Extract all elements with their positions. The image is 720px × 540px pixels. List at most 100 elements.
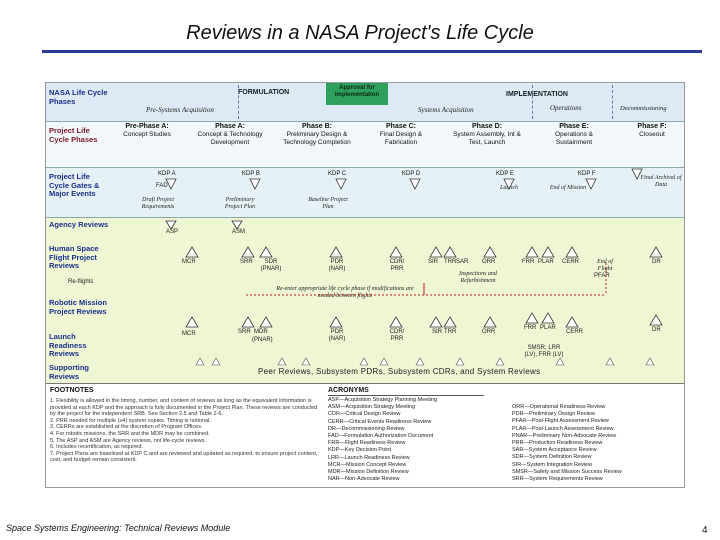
footnote: 4. For robotic missions, the SRR and the…	[50, 430, 210, 437]
phase-d: Phase D: System Assembly, Int & Test, La…	[446, 123, 528, 157]
review-triangle	[649, 314, 663, 326]
gates-band	[46, 167, 684, 217]
phase-desc: Final Design & Fabrication	[379, 131, 423, 146]
footnote: 2. PRR needed for multiple (≥4) system c…	[50, 417, 211, 424]
acronym: CERR—Critical Events Readiness Review	[328, 418, 432, 425]
re-enter-note: Re-enter appropriate life cycle phase if…	[276, 286, 414, 299]
slide-footer: Space Systems Engineering: Technical Rev…	[6, 523, 231, 533]
acronym: ORR—Operational Readiness Review	[512, 404, 606, 410]
lifecycle-chart: NASA Life Cycle Phases Project Life Cycl…	[45, 82, 685, 488]
footnotes-title: FOOTNOTES	[50, 387, 94, 394]
acronym: FAD—Formulation Authorization Document	[328, 433, 434, 440]
review-triangle	[329, 246, 343, 258]
human-mcr-label: MCR	[182, 259, 196, 265]
review-triangle	[443, 316, 457, 328]
kdp-a-label: KDP A	[158, 171, 176, 177]
human-sar-label: SAR	[456, 259, 469, 265]
human-pfar-label: PFAR	[594, 273, 610, 279]
systems-acq-label: Systems Acquisition	[418, 106, 474, 114]
end-of-mission-label: End of Mission	[549, 185, 587, 191]
footnote: 3. CERRs are established at the discreti…	[50, 424, 203, 431]
divider	[46, 167, 684, 168]
human-pdr-label: PDR (NAR)	[328, 259, 346, 272]
review-markers	[165, 168, 663, 366]
review-triangle	[525, 312, 539, 324]
review-triangle	[483, 316, 497, 328]
robotic-pnar-label: (PNAR)	[252, 337, 273, 343]
acronym: PLAR—Post-Launch Assessment Review	[512, 425, 614, 432]
acronym: FRR—Flight Readiness Review	[328, 440, 406, 447]
human-orr-label: ORR	[482, 259, 496, 265]
acronym: PFAR—Post-Flight Assessment Review	[512, 418, 609, 425]
row-label-supporting: Supporting Reviews	[49, 363, 89, 381]
robotic-srr-label: SRR	[238, 329, 251, 335]
phase-desc: Concept Studies	[123, 131, 171, 138]
peer-reviews-label: Peer Reviews, Subsystem PDRs, Subsystem …	[258, 367, 541, 376]
header-separator	[612, 85, 613, 119]
human-cerr-label: CERR	[562, 259, 580, 265]
human-dr-label: DR	[652, 259, 661, 265]
review-triangle	[185, 316, 199, 328]
pre-systems-label: Pre-Systems Acquisition	[146, 106, 214, 114]
phase-pre-a: Pre-Phase A: Concept Studies	[114, 123, 180, 157]
acronyms-right: ORR—Operational Readiness Review PDR—Pre…	[512, 404, 684, 483]
kdp-c-label: KDP C	[328, 171, 347, 177]
phase-name: Phase E:	[559, 123, 589, 130]
robotic-frr-label: FRR	[524, 325, 537, 331]
review-triangle	[185, 246, 199, 258]
human-sdr-label: SDR (PNAR)	[260, 259, 282, 272]
kdp-e-label: KDP E	[496, 171, 514, 177]
phase-a: Phase A: Concept & Technology Developmen…	[194, 123, 266, 157]
row-label-gates: Project Life Cycle Gates & Major Events	[49, 172, 100, 198]
page-number: 4	[702, 525, 708, 536]
kdp-triangle	[165, 178, 177, 190]
footnote: 1. Flexibility is allowed in the timing,…	[50, 398, 318, 418]
asm-label: ASM	[232, 229, 246, 235]
acronym: MDR—Mission Definition Review	[328, 469, 409, 476]
acronym: SMSR—Safety and Mission Success Review	[512, 468, 622, 475]
row-label-agency: Agency Reviews	[49, 220, 109, 229]
kdp-triangle	[631, 168, 643, 180]
divider	[46, 121, 684, 122]
kdp-b-label: KDP B	[242, 171, 260, 177]
robotic-orr-label: ORR	[482, 329, 496, 335]
acronym: PDR—Preliminary Design Review	[512, 411, 595, 418]
acronym: DR—Decommissioning Review	[328, 425, 405, 432]
acronym: NAR—Non-Advocate Review	[328, 476, 400, 483]
kdp-f-label: KDP F	[578, 171, 596, 177]
kdp-triangle	[409, 178, 421, 190]
kdp-triangle	[503, 178, 515, 190]
review-triangle	[259, 316, 273, 328]
review-triangle	[259, 246, 273, 258]
formulation-label: FORMULATION	[238, 89, 290, 96]
review-triangle	[429, 316, 443, 328]
decommissioning-label: Decommissioning	[620, 105, 667, 112]
phase-name: Phase A:	[215, 123, 245, 130]
robotic-sir-label: SIR	[432, 329, 443, 335]
acronyms-title: ACRONYMS	[328, 387, 369, 394]
phase-name: Phase B:	[302, 123, 332, 130]
row-label-lifecycle: NASA Life Cycle Phases	[49, 88, 108, 106]
review-triangle	[389, 316, 403, 328]
acronym: SAR—System Acceptance Review	[512, 447, 597, 454]
inspections-label: Inspections and Refurbishment	[459, 271, 497, 284]
header-separator	[238, 85, 239, 119]
slide-title: Reviews in a NASA Project's Life Cycle	[186, 22, 534, 44]
robotic-mdr-label: MDR	[254, 329, 268, 335]
footnotes-list: 1. Flexibility is allowed in the timing,…	[50, 398, 320, 464]
phase-band	[46, 121, 684, 167]
reviews-band	[46, 217, 684, 383]
phase-name: Phase F:	[637, 123, 667, 130]
acronym: ASM—Acquisition Strategy Meeting	[328, 404, 416, 411]
review-triangle	[649, 246, 663, 258]
implementation-label: IMPLEMENTATION	[506, 91, 568, 98]
end-of-flight-label: End of Flight	[597, 259, 613, 272]
smsr-label: SMSR, LRR (LV), FRR (LV)	[524, 345, 564, 358]
acronyms-left: ASP—Acquisition Strategy Planning Meetin…	[328, 397, 508, 483]
review-triangle	[241, 246, 255, 258]
fad-label: FAD	[156, 183, 168, 189]
reflights-label: Re-flights	[68, 279, 94, 285]
human-trr-label: TRR	[444, 259, 457, 265]
row-label-human: Human Space Flight Project Reviews	[49, 244, 99, 270]
header-separator	[532, 85, 533, 119]
